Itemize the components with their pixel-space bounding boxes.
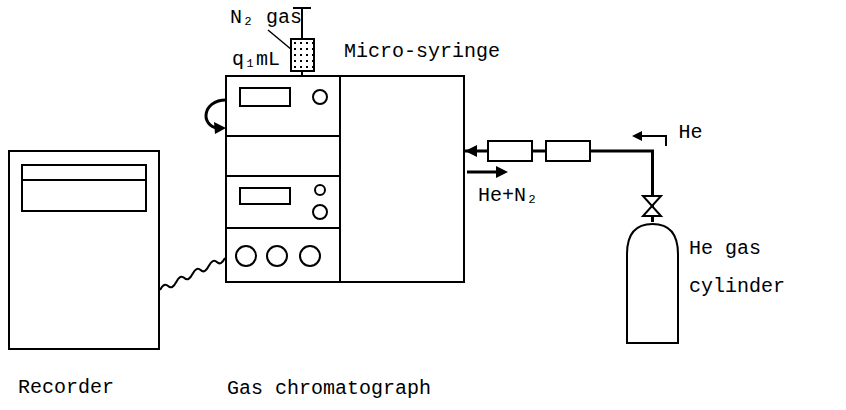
- recorder-screen-line: [22, 179, 146, 181]
- edge-label: He: [679, 121, 703, 145]
- module-divider: [226, 135, 340, 137]
- volume-label: q₁mL: [232, 48, 280, 72]
- cylinder-shape: [627, 224, 678, 343]
- display: [240, 188, 290, 204]
- knob: [236, 246, 256, 266]
- module-divider: [226, 175, 340, 177]
- arrowhead: [632, 131, 642, 141]
- valve: [643, 196, 661, 206]
- gas-cylinder: He gas cylinder: [625, 222, 680, 345]
- filter: [488, 141, 532, 161]
- gas-label: N₂ gas: [230, 6, 302, 30]
- connector: [160, 258, 225, 290]
- filter: [546, 141, 590, 161]
- gas-chromatograph: Gas chromatograph: [225, 75, 465, 283]
- signal-cable: [160, 258, 225, 290]
- arrowhead: [496, 166, 508, 178]
- node-label: Recorder: [18, 376, 114, 400]
- cylinder-outline: [625, 222, 680, 345]
- display: [240, 88, 290, 106]
- valve: [643, 206, 661, 216]
- knob: [315, 185, 325, 195]
- knob: [267, 246, 287, 266]
- syringe-body: Micro-syringe: [290, 38, 315, 72]
- module-divider: [226, 227, 340, 229]
- module-divider: [339, 76, 341, 282]
- knob: [300, 246, 320, 266]
- leader-line: [268, 30, 292, 50]
- arrowhead: [465, 145, 477, 157]
- node-label: Micro-syringe: [344, 40, 500, 64]
- recorder: Recorder: [8, 150, 160, 350]
- flow-label: He+N₂: [478, 184, 538, 208]
- outlet-pipe: [467, 171, 500, 174]
- node-label: He gas cylinder: [689, 230, 799, 306]
- node-label: Gas chromatograph: [227, 377, 431, 401]
- recorder-screen: [22, 165, 146, 211]
- knob: [313, 90, 327, 104]
- flow-arrow: [640, 136, 666, 146]
- knob: [313, 205, 327, 219]
